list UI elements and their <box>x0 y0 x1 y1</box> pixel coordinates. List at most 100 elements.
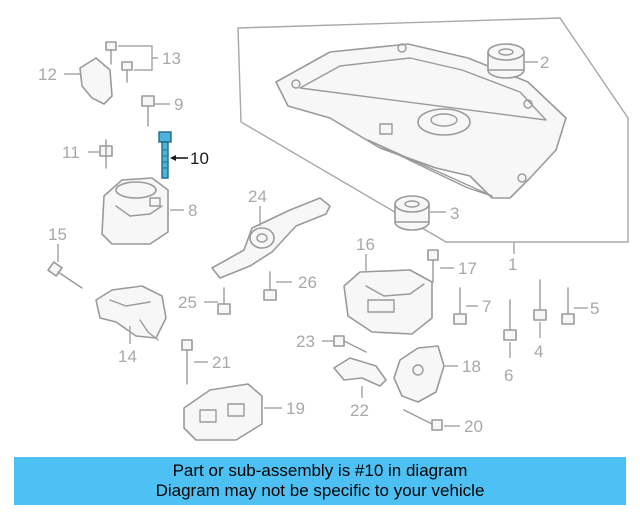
part-22-body <box>333 357 387 387</box>
part-5-group: 5 <box>561 287 599 325</box>
callout-23: 23 <box>296 332 315 351</box>
part-9-group: 9 <box>141 95 183 127</box>
subframe-frame <box>237 17 629 243</box>
part-22-group: 22 <box>333 357 387 420</box>
callout-12: 12 <box>38 65 57 84</box>
part-18-body <box>393 345 445 403</box>
part-12-body <box>79 57 113 105</box>
part-23-head <box>333 335 345 347</box>
part-3-top <box>394 195 430 213</box>
callout-11: 11 <box>62 143 80 162</box>
leader-10-arrow <box>170 155 176 161</box>
parts-diagram: 1 2 3 4 5 6 7 <box>38 17 629 441</box>
callout-15: 15 <box>48 225 67 244</box>
part-3-hole <box>404 200 420 208</box>
callout-22: 22 <box>350 401 369 420</box>
part-14-detail <box>109 299 151 307</box>
part-25-group: 25 <box>178 287 231 315</box>
part-24-bushing <box>249 227 275 249</box>
part-8-group: 8 <box>101 177 197 245</box>
callout-25: 25 <box>178 293 197 312</box>
callout-21: 21 <box>212 353 231 372</box>
part-17-head <box>427 249 439 261</box>
callout-10: 10 <box>190 149 209 168</box>
callout-4: 4 <box>534 342 543 361</box>
callout-3: 3 <box>450 204 459 223</box>
part-3-group: 3 <box>394 195 459 231</box>
part-18-group: 18 <box>393 345 481 403</box>
part-19-group: 19 <box>183 383 305 441</box>
part-25-head <box>217 303 231 315</box>
caption-line-1: Part or sub-assembly is #10 in diagram <box>172 461 468 480</box>
part-16-detail <box>365 283 425 297</box>
subframe-hole-2 <box>397 43 407 53</box>
part-2-group: 2 <box>487 43 549 79</box>
part-9-head <box>141 95 155 107</box>
part-12-group: 12 <box>38 57 113 105</box>
part-20-head <box>431 419 443 431</box>
subframe-hole-1 <box>291 79 301 89</box>
subframe-lower-edge <box>367 139 493 197</box>
part-24-bushing-hole <box>256 233 268 243</box>
part-14-body <box>95 285 167 339</box>
callout-18: 18 <box>462 357 481 376</box>
part-23-group: 23 <box>296 332 367 353</box>
part-13-group: 13 <box>105 41 181 83</box>
subframe-hole-3 <box>523 99 533 109</box>
part-6-group: 6 <box>503 299 517 385</box>
part-23-shank <box>343 340 367 353</box>
part-10-shank <box>161 141 169 179</box>
part-17-group: 17 <box>427 249 477 283</box>
part-11-group: 11 <box>62 139 113 169</box>
part-2-hole <box>498 48 514 56</box>
part-26-group: 26 <box>263 271 317 301</box>
caption-banner: Part or sub-assembly is #10 in diagram D… <box>14 457 626 505</box>
part-15-shank <box>57 271 83 289</box>
subframe-hole-4 <box>517 173 527 183</box>
callout-14: 14 <box>118 347 137 366</box>
part-10-head <box>158 131 172 143</box>
part-7-head <box>453 313 467 325</box>
subframe-boss-hole <box>430 113 458 127</box>
part-5-head <box>561 313 575 325</box>
callout-19: 19 <box>286 399 305 418</box>
part-20-group: 20 <box>403 409 483 436</box>
callout-2: 2 <box>540 53 549 72</box>
callout-6: 6 <box>504 366 513 385</box>
subframe-ridge <box>299 57 547 121</box>
part-20-shank <box>403 409 433 425</box>
callout-1: 1 <box>508 255 517 274</box>
part-16-body <box>343 269 433 335</box>
callout-13: 13 <box>162 49 181 68</box>
part-16-group: 16 <box>343 235 433 335</box>
callout-9: 9 <box>174 95 183 114</box>
part-14-group: 14 <box>95 285 167 366</box>
part-8-top <box>115 181 157 199</box>
part-13-head-b <box>121 61 133 71</box>
part-21-group: 21 <box>181 339 231 385</box>
part-7-group: 7 <box>453 287 491 325</box>
callout-20: 20 <box>464 417 483 436</box>
subframe-boss <box>417 108 471 136</box>
part-10-group: 10 <box>158 131 209 179</box>
part-4-head <box>533 309 547 321</box>
callout-26: 26 <box>298 273 317 292</box>
part-16-pad <box>367 299 395 313</box>
part-15-group: 15 <box>47 225 83 289</box>
part-26-head <box>263 289 277 301</box>
callout-17: 17 <box>458 259 477 278</box>
part-19-slot-a <box>199 409 217 423</box>
part-13-head-a <box>105 41 117 51</box>
caption-line-2: Diagram may not be specific to your vehi… <box>155 481 485 500</box>
part-19-body <box>183 383 263 441</box>
part-6-head <box>503 329 517 341</box>
subframe-slot <box>379 123 393 135</box>
callout-24: 24 <box>248 187 267 206</box>
subframe-group: 1 <box>237 17 629 274</box>
part-14-leg <box>139 319 159 341</box>
callout-7: 7 <box>482 297 491 316</box>
part-2-top <box>487 43 525 61</box>
part-24-group: 24 <box>211 187 331 279</box>
part-8-tab <box>149 197 161 207</box>
part-21-head <box>181 339 193 351</box>
